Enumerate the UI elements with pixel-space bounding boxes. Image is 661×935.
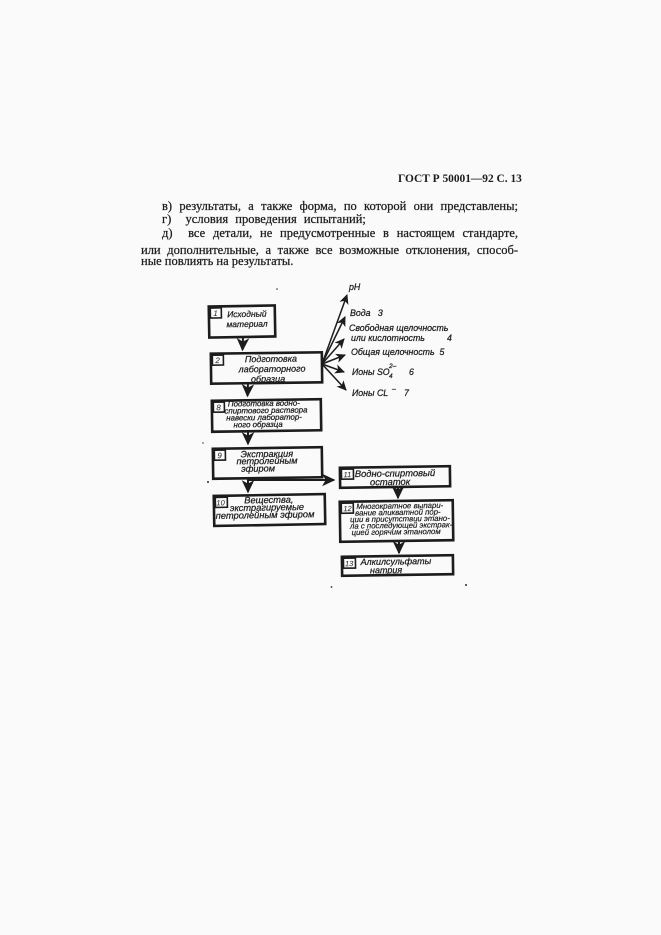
svg-text:Свободная щелочность: Свободная щелочность [349,323,449,333]
svg-text:лабораторного: лабораторного [238,364,306,375]
svg-text:натрия: натрия [370,565,403,575]
svg-text:8: 8 [216,403,221,412]
svg-text:Многократное выпари-: Многократное выпари- [356,501,443,511]
svg-text:образца: образца [251,374,285,384]
svg-text:Ионы SO: Ионы SO [352,367,390,377]
svg-text:Ионы СL: Ионы СL [352,388,388,398]
svg-text:Водно-спиртовый: Водно-спиртовый [355,467,436,479]
svg-text:pH: pH [348,282,361,292]
svg-text:12: 12 [343,504,352,513]
svg-text:11: 11 [343,470,351,479]
svg-text:6: 6 [409,367,414,377]
svg-text:спиртового раствора: спиртового раствора [224,405,308,415]
svg-text:4: 4 [447,333,452,343]
svg-text:ла с последующей экстрак-: ла с последующей экстрак- [349,520,453,530]
svg-text:Экстракция: Экстракция [241,449,294,460]
svg-text:–: – [391,386,396,393]
svg-text:остаток: остаток [370,476,411,488]
svg-text:9: 9 [217,451,222,460]
svg-text:эфиром: эфиром [241,463,276,473]
svg-text:Вещества,: Вещества, [244,495,293,506]
svg-text:2: 2 [214,356,220,365]
svg-text:Вода 3: Вода 3 [350,308,383,318]
svg-text:ного образца: ного образца [233,420,283,430]
svg-text:Алкилсульфаты: Алкилсульфаты [360,556,432,567]
svg-text:ции в присутствии этано-: ции в присутствии этано- [350,514,450,524]
svg-text:цией горячим этанолом: цией горячим этанолом [352,527,442,537]
svg-text:навески лаборатор-: навески лаборатор- [226,412,302,422]
svg-text:петролейным эфиром: петролейным эфиром [216,509,315,521]
svg-text:Общая щелочность 5: Общая щелочность 5 [351,347,444,357]
svg-text:7: 7 [404,388,410,398]
svg-text:2–: 2– [388,363,397,370]
svg-text:Подготовка: Подготовка [245,354,297,365]
svg-text:петролейным: петролейным [236,456,298,467]
svg-text:вание аликватной пор-: вание аликватной пор- [355,507,441,517]
svg-text:10: 10 [216,498,225,507]
svg-text:экстрагируемые: экстрагируемые [230,502,304,513]
svg-text:Исходный: Исходный [227,309,267,320]
svg-text:Подготовка водно-: Подготовка водно- [228,399,301,409]
svg-text:или кислотность: или кислотность [351,333,425,343]
svg-text:1: 1 [213,309,218,318]
svg-text:13: 13 [345,559,354,568]
svg-text:4: 4 [389,373,393,380]
svg-text:материал: материал [226,319,268,330]
